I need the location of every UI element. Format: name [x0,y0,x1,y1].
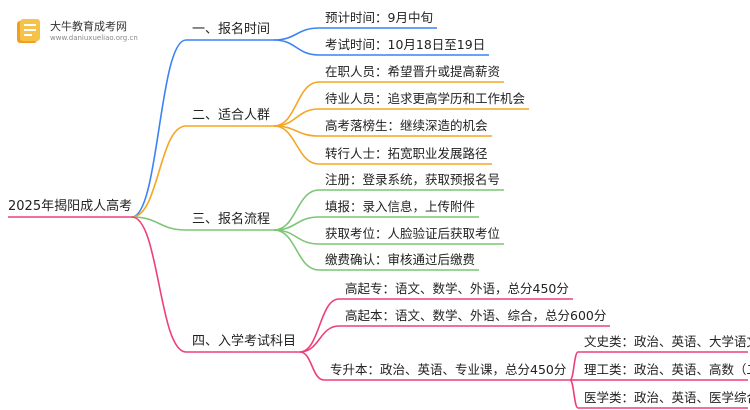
leaf-time-1: 预计时间：9月中旬 [325,10,433,25]
leaf-subjects-2: 高起本：语文、数学、外语、综合，总分600分 [345,308,607,323]
edge-subjects-1 [299,298,340,353]
edge-sub-1 [569,351,579,381]
leaf-people-2: 待业人员：追求更高学历和工作机会 [325,91,526,106]
leaf-subjects-1: 高起专：语文、数学、外语，总分450分 [345,281,569,296]
leaf-process-1: 注册：登录系统，获取预报名号 [325,172,501,187]
leaf-subjects-sub-1: 文史类：政治、英语、大学语文 [584,334,750,349]
edge-subjects-2 [299,325,340,353]
edge-root-process [131,216,187,231]
branch-time: 一、报名时间 [192,22,271,37]
logo-url: www.daniuxueliao.org.cn [50,34,138,42]
leaf-process-3: 获取考位：人脸验证后获取考位 [325,226,501,241]
leaf-subjects-sub-2: 理工类：政治、英语、高数（二） [584,362,750,377]
edge-people-2 [273,108,320,127]
leaf-subjects-sub-3: 医学类：政治、英语、医学综合 [584,390,750,405]
root-node: 2025年揭阳成人高考 [8,199,133,214]
edge-root-people [131,125,187,218]
edge-sub-3 [569,379,579,409]
leaf-subjects-3: 专升本：政治、英语、专业课，总分450分 [330,362,567,377]
edge-time-2 [273,39,320,56]
branch-subjects: 四、入学考试科目 [192,334,297,349]
site-logo: 大牛教育成考网 www.daniuxueliao.org.cn [14,14,138,50]
edge-time-1 [273,27,320,41]
branch-process: 三、报名流程 [192,212,271,227]
edge-people-4 [273,125,320,165]
leaf-time-2: 考试时间：10月18日至19日 [325,37,486,52]
branch-people: 二、适合人群 [192,108,271,123]
edge-people-1 [273,81,320,127]
leaf-people-4: 转行人士：拓宽职业发展路径 [325,146,488,161]
leaf-people-1: 在职人员：希望晋升或提高薪资 [325,64,501,79]
leaf-process-2: 填报：录入信息，上传附件 [325,199,476,214]
edge-root-time [131,39,187,218]
book-icon [17,19,40,43]
leaf-process-4: 缴费确认：审核通过后缴费 [325,252,476,267]
edge-process-4 [273,229,320,271]
leaf-people-3: 高考落榜生：继续深造的机会 [325,118,488,133]
edge-subjects-3 [299,351,325,381]
logo-title: 大牛教育成考网 [50,20,127,33]
edge-root-subjects [131,216,187,353]
